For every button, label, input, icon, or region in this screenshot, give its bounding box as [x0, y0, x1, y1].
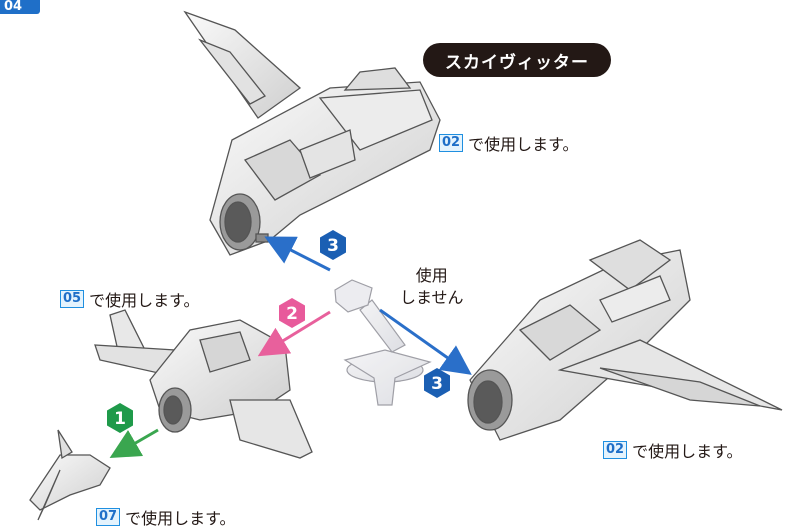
part-number: 02 [439, 134, 464, 152]
step-number-marker: 04 [0, 0, 40, 14]
svg-text:1: 1 [114, 409, 126, 429]
clear-stand-part [334, 279, 432, 406]
badge-1: 1 [107, 403, 133, 433]
note-top: 02 で使用します。 [439, 131, 579, 155]
part-name-title: スカイヴィッター [423, 43, 611, 77]
arrow-2 [257, 310, 331, 357]
right-ship-part [467, 239, 783, 441]
note-text: で使用します。 [468, 135, 579, 154]
note-text: で使用します。 [89, 291, 200, 310]
arrow-1 [109, 428, 159, 459]
part-number: 05 [60, 290, 85, 308]
top-ship-part [183, 10, 441, 256]
note-bottom: 07 で使用します。 [96, 505, 236, 529]
badge-3-right: 3 [424, 368, 450, 398]
note-text: で使用します。 [125, 509, 236, 528]
left-ship-part [94, 309, 313, 459]
badge-3-top: 3 [320, 230, 346, 260]
unused-label: 使用 しません [400, 265, 464, 309]
note-text: で使用します。 [632, 442, 743, 461]
note-left: 05 で使用します。 [60, 287, 200, 311]
svg-text:2: 2 [286, 304, 298, 324]
arrow-3-right [379, 308, 472, 375]
part-number: 07 [96, 508, 121, 526]
arrow-3-top [264, 236, 331, 272]
unused-line-2: しません [400, 288, 464, 307]
unused-line-1: 使用 [415, 266, 448, 285]
part-number: 02 [603, 441, 628, 459]
badge-2: 2 [279, 298, 305, 328]
svg-text:3: 3 [327, 236, 339, 256]
nose-cone-part [29, 429, 111, 521]
note-right: 02 で使用します。 [603, 438, 743, 462]
svg-text:3: 3 [431, 374, 443, 394]
